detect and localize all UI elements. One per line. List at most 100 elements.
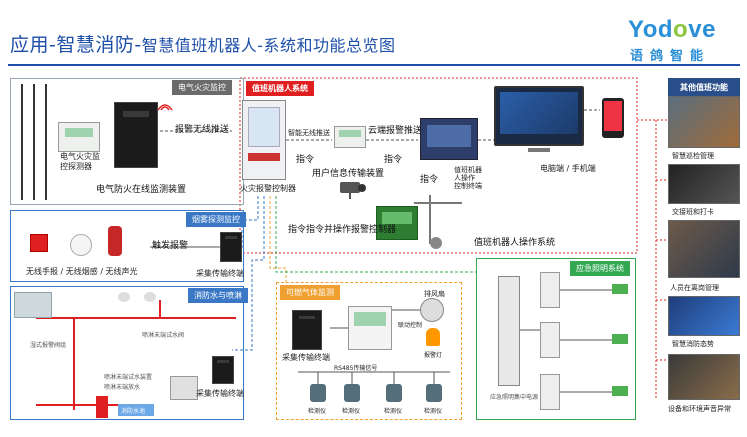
exit-sign-2 — [612, 334, 628, 344]
arm-system-label: 值班机器人操作系统 — [474, 238, 556, 248]
title-main: 应用-智慧消防- — [10, 34, 142, 56]
gas-detector-2 — [344, 384, 360, 402]
bus-label: RS485传输信号 — [334, 365, 378, 372]
function-label-3: 人员在离岗管理 — [670, 284, 719, 292]
cloud-push-label: 云端报警推送 — [368, 126, 423, 136]
water-tank — [14, 292, 52, 318]
linkage-label: 联动控制 — [398, 322, 423, 329]
gas-detector-4 — [426, 384, 442, 402]
user-info-device — [334, 126, 366, 148]
lighting-box-3 — [540, 374, 560, 410]
lighting-box-1 — [540, 272, 560, 308]
computer-screen — [494, 86, 584, 146]
strobe-device — [108, 226, 122, 256]
fan-icon — [420, 298, 444, 322]
lighting-section — [476, 258, 636, 420]
function-photo-sound — [668, 354, 740, 400]
smoke-terminal-device — [220, 232, 242, 262]
fan-label: 排风扇 — [424, 290, 445, 298]
alarm-light-icon — [426, 328, 440, 346]
lighting-cabinet — [498, 276, 520, 386]
lighting-tag: 应急照明系统 — [570, 261, 630, 276]
function-label-4: 智慧消防态势 — [672, 340, 714, 348]
smoke-devices-label: 无线手报 / 无线烟感 / 无线声光 — [26, 267, 138, 276]
lighting-box-2 — [540, 322, 560, 358]
logo-cn: 语鸽智能 — [630, 49, 711, 64]
header-divider — [8, 64, 740, 66]
fire-panel-label: 火灾报警控制器 — [240, 184, 296, 193]
smoke-detector-device — [70, 234, 92, 256]
electrical-device-label: 电气防火在线监测装置 — [96, 185, 187, 195]
monitor-stand — [528, 148, 550, 152]
function-photo-card — [668, 164, 740, 204]
gas-detector-1 — [310, 384, 326, 402]
cmd2-label: 指令 — [384, 155, 403, 165]
electrical-tag: 电气火灾监控 — [172, 80, 232, 95]
cmd1-label: 指令 — [296, 155, 315, 165]
detector-label: 电气火灾监 控探测器 — [60, 152, 100, 171]
cmd4-label: 指令 — [288, 225, 307, 235]
robot-tag: 值班机器人系统 — [246, 81, 314, 96]
terminal-label: 电脑端 / 手机端 — [540, 164, 596, 173]
smoke-trigger-label: 触发报警 — [152, 241, 189, 251]
function-label-1: 智慧巡检管理 — [672, 152, 714, 160]
smoke-section — [10, 210, 244, 282]
phone-device — [602, 98, 624, 138]
logo-part-b: ve — [688, 16, 716, 43]
pool-label: 消防水池 — [121, 408, 146, 415]
function-photo-situation — [668, 296, 740, 336]
detector-device — [58, 122, 100, 152]
exit-sign-3 — [612, 386, 628, 396]
parallel-label: 指令并操作报警控制器 — [306, 225, 397, 235]
fire-pump — [96, 396, 108, 418]
busbar-icon — [21, 84, 47, 200]
page-title: 应用-智慧消防-智慧值班机器人-系统和功能总览图 — [10, 30, 396, 57]
gas-detector-label-1: 检测仪 — [308, 408, 327, 415]
functions-tag: 其他值班功能 — [668, 78, 740, 97]
gas-detector-label-4: 检测仪 — [424, 408, 443, 415]
pool-box — [118, 404, 154, 416]
logo: Yodove — [628, 16, 716, 44]
water-terminal-device — [212, 356, 234, 384]
wireless-push-label: 智能无线推送 — [288, 129, 330, 137]
camera-icon — [340, 182, 366, 199]
water-note-2: 喷淋末端放水 — [104, 384, 141, 391]
valve-cabinet — [170, 376, 198, 400]
water-tag: 消防水与喷淋 — [188, 288, 248, 303]
gas-terminal-device — [292, 310, 322, 350]
alarm-light-label: 报警灯 — [424, 352, 443, 359]
exit-sign-1 — [612, 284, 628, 294]
electrical-push-label: 报警无线推送 — [175, 125, 230, 135]
gas-detector-label-3: 检测仪 — [384, 408, 403, 415]
robot-ctrl-label: 值班机器 人操作 控制终端 — [454, 166, 482, 190]
gas-detector-label-2: 检测仪 — [342, 408, 361, 415]
logo-part-o: o — [673, 16, 689, 43]
gas-controller — [348, 306, 392, 350]
wireless-icon — [157, 104, 173, 111]
circuit-board — [376, 206, 418, 240]
function-photo-staff — [668, 220, 740, 278]
lighting-note: 应急照明集中电源 — [490, 394, 539, 401]
robot-control-terminal — [420, 118, 478, 160]
water-section — [10, 286, 244, 420]
manual-alarm-device — [30, 234, 48, 252]
gas-section — [276, 282, 462, 420]
monitor-device — [114, 102, 158, 168]
water-note-4: 喷淋末端试水阀 — [142, 332, 185, 339]
fire-panel-device — [242, 100, 286, 180]
function-label-2: 交接班和打卡 — [672, 208, 714, 216]
water-terminal-label: 采集传输终端 — [196, 389, 244, 398]
sprinkler-head-2 — [144, 292, 156, 302]
function-photo-patrol — [668, 96, 740, 148]
water-note-3: 湿式报警阀组 — [30, 342, 67, 349]
gas-terminal-label: 采集传输终端 — [282, 353, 330, 362]
smoke-terminal-label: 采集传输终端 — [196, 269, 244, 278]
title-sub: 智慧值班机器人-系统和功能总览图 — [141, 36, 396, 55]
user-info-label: 用户信息传输装置 — [312, 169, 385, 179]
sprinkler-head-1 — [118, 292, 130, 302]
water-note-1: 喷淋末端试水装置 — [104, 374, 153, 381]
gas-tag: 可燃气体监测 — [280, 285, 340, 300]
gas-detector-3 — [386, 384, 402, 402]
function-label-5: 设备和环境声音异常 — [668, 405, 731, 413]
cmd3-label: 指令 — [420, 175, 439, 185]
